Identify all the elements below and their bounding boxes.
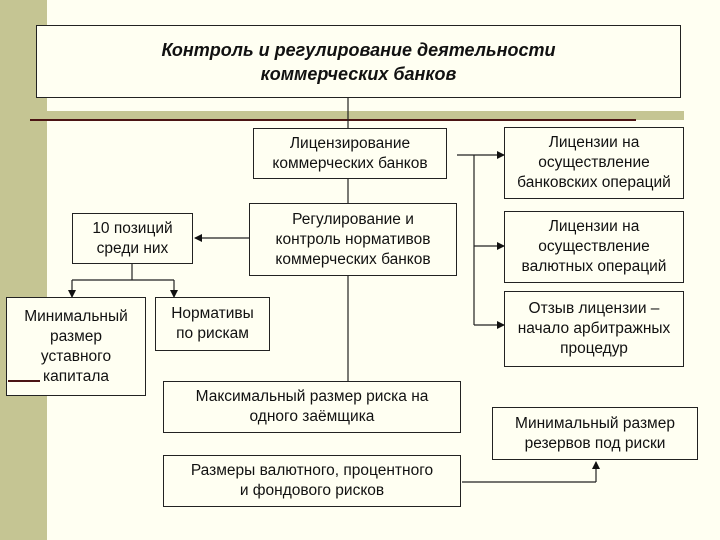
diagram-title-box: Контроль и регулирование деятельности ко… (36, 25, 681, 98)
decorative-rule-left (8, 380, 40, 382)
decorative-rule (30, 119, 636, 121)
regulation-box: Регулирование и контроль нормативов комм… (249, 203, 457, 276)
licenses-currency-box: Лицензии на осуществление валютных опера… (504, 211, 684, 283)
revocation-box: Отзыв лицензии – начало арбитражных проц… (504, 291, 684, 367)
decorative-top-stripe (47, 111, 684, 120)
licensing-box: Лицензирование коммерческих банков (253, 128, 447, 179)
min-capital-box: Минимальный размер уставного капитала (6, 297, 146, 396)
risk-sizes-box: Размеры валютного, процентного и фондово… (163, 455, 461, 507)
risk-norms-box: Нормативы по рискам (155, 297, 270, 351)
ten-positions-box: 10 позиций среди них (72, 213, 193, 264)
licenses-banking-box: Лицензии на осуществление банковских опе… (504, 127, 684, 199)
min-reserves-box: Минимальный размер резервов под риски (492, 407, 698, 460)
max-risk-box: Максимальный размер риска на одного заём… (163, 381, 461, 433)
